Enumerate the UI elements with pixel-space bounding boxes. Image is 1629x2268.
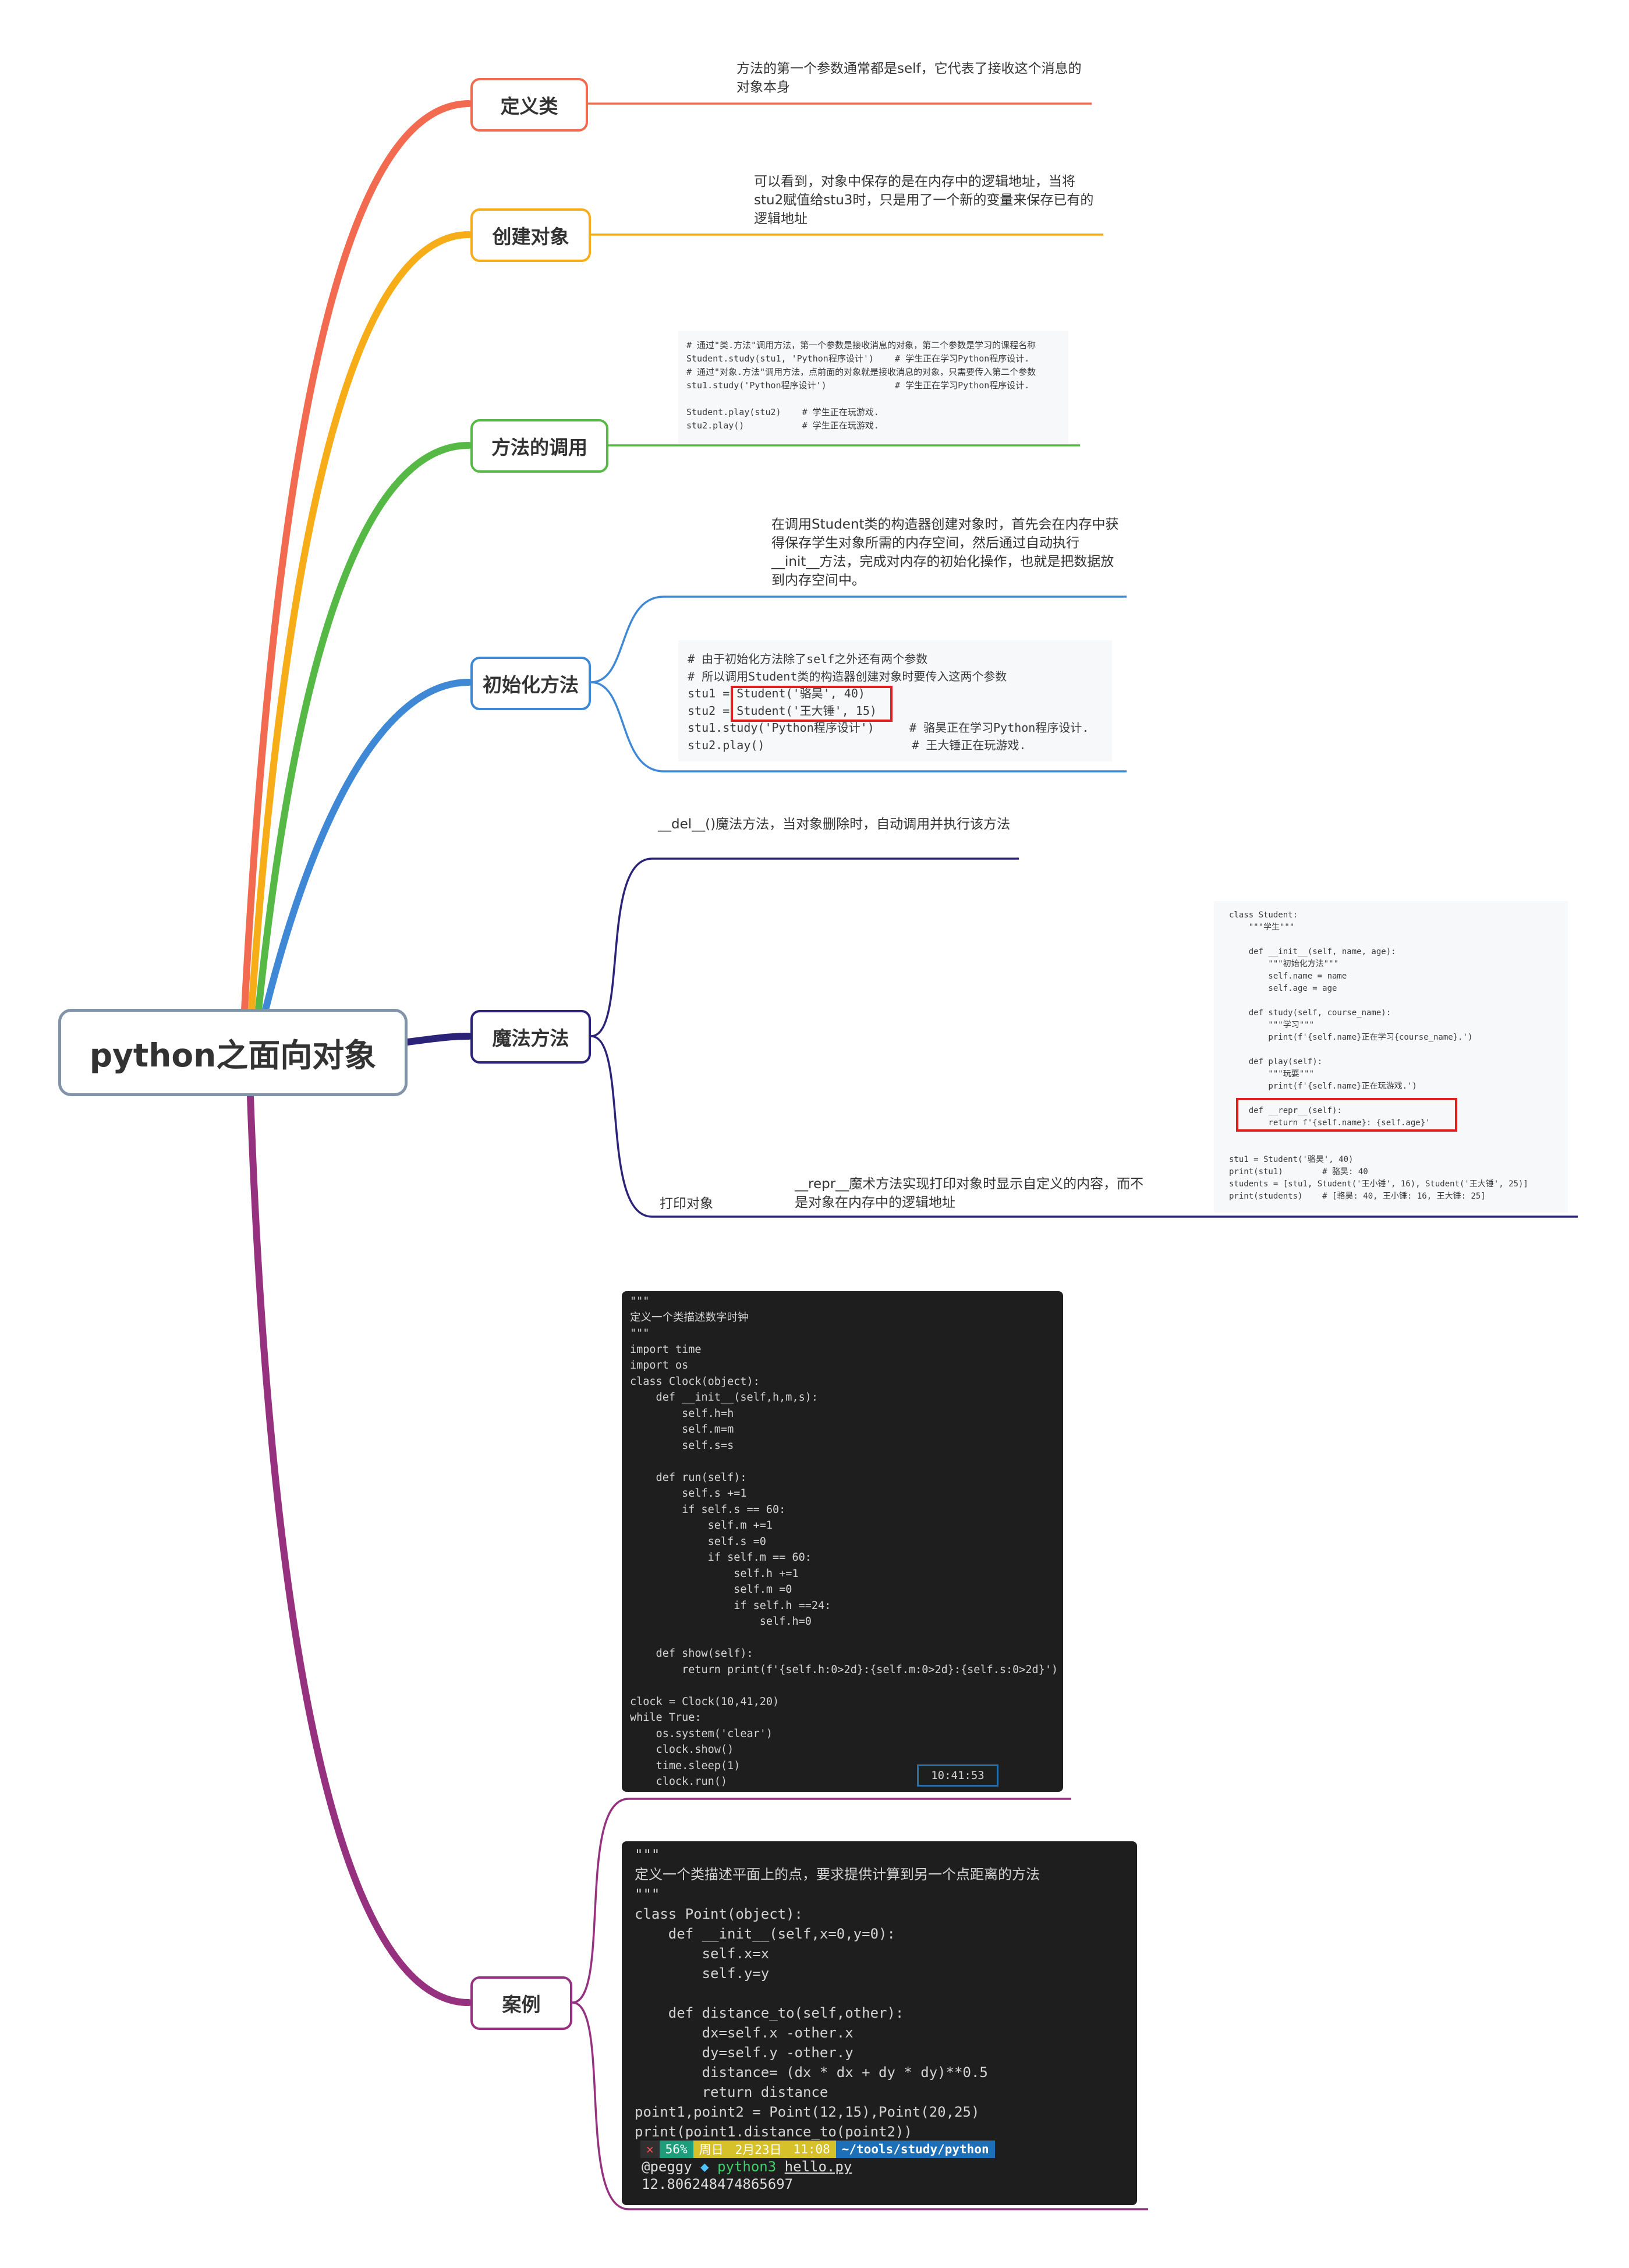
highlight-constructor-call [731, 686, 893, 722]
code-method-call: # 通过"类.方法"调用方法，第一个参数是接收消息的对象，第二个参数是学习的课程… [678, 331, 1068, 444]
day-label: 周日 [693, 2141, 729, 2158]
node-method-call[interactable]: 方法的调用 [470, 419, 608, 473]
clock-output: 10:41:53 [917, 1764, 998, 1787]
path-label: ~/tools/study/python [835, 2141, 995, 2158]
code-init-call: # 由于初始化方法除了self之外还有两个参数 # 所以调用Student类的构… [678, 640, 1112, 761]
terminal-panel: ✕ 56% 周日 2月23日 11:08 ~/tools/study/pytho… [633, 2141, 1128, 2206]
sub-print-object: 打印对象 [660, 1196, 713, 1211]
time-label: 11:08 [787, 2141, 836, 2158]
note-repr-method: __repr__魔术方法实现打印对象时显示自定义的内容，而不是对象在内存中的逻辑… [795, 1176, 1144, 1210]
prompt-status-bar: ✕ 56% 周日 2月23日 11:08 ~/tools/study/pytho… [640, 2141, 1128, 2158]
connector-cases [247, 1093, 472, 2006]
note-init-method: 在调用Student类的构造器创建对象时，首先会在内存中获得保存学生对象所需的内… [771, 517, 1119, 588]
terminal-user: @peggy [642, 2159, 692, 2175]
node-init-method[interactable]: 初始化方法 [470, 657, 591, 710]
note-define-class: 方法的第一个参数通常都是self，它代表了接收这个消息的对象本身 [736, 61, 1082, 95]
code-repr-class: class Student: """学生""" def __init__(sel… [1214, 901, 1568, 1213]
connector-init-method [262, 679, 472, 1013]
terminal-file: hello.py [784, 2159, 852, 2175]
highlight-repr-method [1236, 1098, 1457, 1132]
connector-create-object [248, 231, 472, 1013]
node-magic-method[interactable]: 魔法方法 [470, 1010, 591, 1064]
connector-method-call [255, 442, 472, 1013]
close-icon[interactable]: ✕ [640, 2141, 660, 2158]
note-create-object: 可以看到，对象中保存的是在内存中的逻辑地址，当将stu2赋值给stu3时，只是用… [754, 174, 1094, 226]
battery-status: 56% [659, 2141, 693, 2158]
terminal-command: python3 [717, 2159, 777, 2175]
gem-icon: ◆ [700, 2159, 709, 2175]
date-label: 2月23日 [729, 2141, 788, 2158]
connector-magic-method [404, 1033, 472, 1046]
terminal-output: 12.806248474865697 [642, 2176, 794, 2192]
node-create-object[interactable]: 创建对象 [470, 208, 591, 262]
code-clock: """ 定义一个类描述数字时钟 """ import time import o… [622, 1291, 1063, 1792]
note-del-method: __del__()魔法方法，当对象删除时，自动调用并执行该方法 [658, 817, 1011, 832]
root-topic[interactable]: python之面向对象 [58, 1009, 408, 1096]
connector-define-class [241, 100, 472, 1013]
node-cases[interactable]: 案例 [470, 1976, 572, 2030]
node-define-class[interactable]: 定义类 [470, 78, 588, 132]
